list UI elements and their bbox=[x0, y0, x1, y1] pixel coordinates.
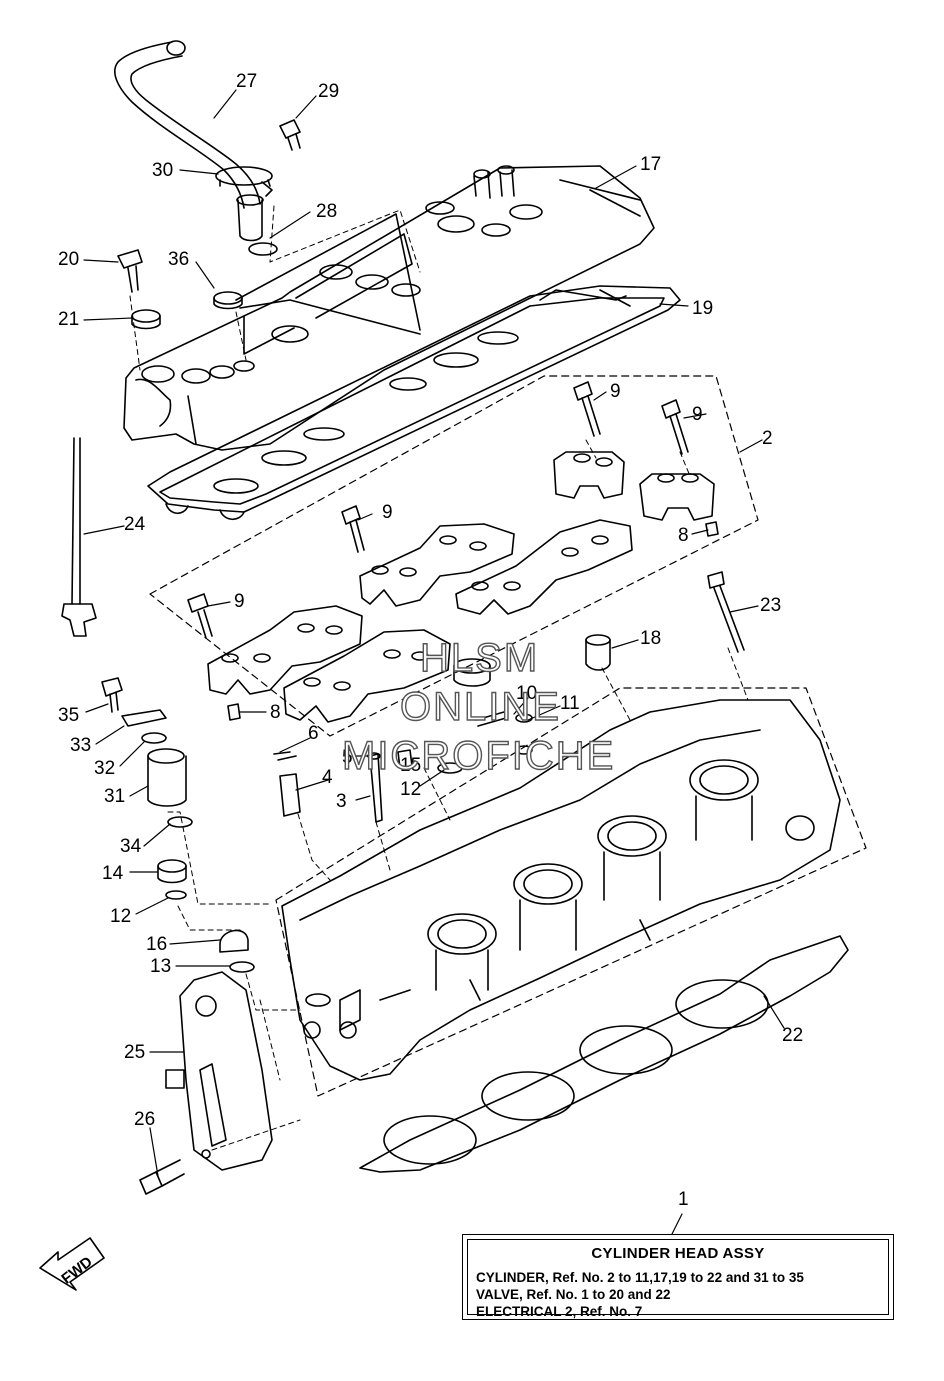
callout-10: 10 bbox=[516, 683, 538, 704]
callout-22: 22 bbox=[782, 1025, 804, 1046]
watermark-line-3: MICROFICHE bbox=[341, 734, 616, 778]
callout-34: 34 bbox=[120, 836, 142, 857]
head-cover bbox=[123, 165, 655, 451]
callout-26: 26 bbox=[134, 1109, 156, 1130]
leader-lines bbox=[83, 89, 785, 1235]
callout-12a: 12 bbox=[400, 779, 422, 800]
head-group-outline bbox=[275, 687, 867, 1097]
dowel-8b bbox=[227, 703, 241, 721]
callout-6: 6 bbox=[308, 723, 319, 744]
callout-28: 28 bbox=[316, 201, 338, 222]
legend-inner-frame: CYLINDER HEAD ASSY CYLINDER, Ref. No. 2 … bbox=[467, 1239, 889, 1319]
legend-title: CYLINDER HEAD ASSY bbox=[591, 1245, 765, 1262]
cylinder-head bbox=[281, 699, 841, 1081]
callout-33: 33 bbox=[70, 735, 92, 756]
callout-9d: 9 bbox=[234, 591, 245, 612]
callout-16: 16 bbox=[146, 934, 168, 955]
watermark-line-2: ONLINE bbox=[399, 685, 561, 729]
callout-13: 13 bbox=[150, 956, 172, 977]
head-gasket bbox=[359, 935, 849, 1173]
breather-hose bbox=[114, 40, 264, 242]
callout-1: 1 bbox=[678, 1189, 689, 1210]
callout-20: 20 bbox=[58, 249, 80, 270]
bolt-20 bbox=[117, 249, 143, 293]
cover-gasket bbox=[147, 285, 681, 521]
callout-21: 21 bbox=[58, 309, 80, 330]
callout-2: 2 bbox=[762, 428, 773, 449]
dowel-8a bbox=[705, 521, 719, 537]
sensor-parts bbox=[101, 677, 255, 973]
callout-3: 3 bbox=[336, 791, 347, 812]
cam-cap-group-outline bbox=[149, 375, 759, 737]
callout-4: 4 bbox=[322, 767, 333, 788]
hose-clip bbox=[215, 166, 273, 197]
callout-14: 14 bbox=[102, 863, 124, 884]
callout-18: 18 bbox=[640, 628, 662, 649]
callout-8b: 8 bbox=[270, 702, 281, 723]
callout-23: 23 bbox=[760, 595, 782, 616]
callout-36: 36 bbox=[168, 249, 190, 270]
legend-line-valve: VALVE, Ref. No. 1 to 20 and 22 bbox=[476, 1287, 671, 1302]
callout-11: 11 bbox=[560, 693, 580, 714]
callout-31: 31 bbox=[104, 786, 126, 807]
bracket-plate bbox=[165, 971, 273, 1171]
callout-9b: 9 bbox=[692, 404, 703, 425]
bolt-29 bbox=[279, 119, 301, 151]
fwd-arrow-icon bbox=[39, 1237, 105, 1291]
callout-9c: 9 bbox=[382, 502, 393, 523]
callout-25: 25 bbox=[124, 1042, 146, 1063]
grommet-21 bbox=[131, 309, 161, 330]
callout-8a: 8 bbox=[678, 525, 689, 546]
plug-36 bbox=[213, 291, 243, 310]
callout-5: 5 bbox=[342, 747, 353, 768]
bolt-26 bbox=[139, 1159, 185, 1195]
head-bolt-23 bbox=[707, 571, 745, 653]
callout-35: 35 bbox=[58, 705, 80, 726]
alignment-lines bbox=[129, 205, 749, 1151]
callout-15: 15 bbox=[400, 755, 422, 776]
callout-19: 19 bbox=[692, 298, 714, 319]
watermark-line-1: HLSM bbox=[419, 636, 540, 680]
callout-24: 24 bbox=[124, 514, 146, 535]
callout-32: 32 bbox=[94, 758, 116, 779]
callout-29: 29 bbox=[318, 81, 340, 102]
cam-caps bbox=[207, 451, 715, 723]
valve-parts bbox=[273, 658, 533, 823]
callout-17: 17 bbox=[640, 154, 662, 175]
callout-9a: 9 bbox=[610, 381, 621, 402]
wire-lead-24 bbox=[61, 437, 97, 637]
assembly-legend-box: CYLINDER HEAD ASSY CYLINDER, Ref. No. 2 … bbox=[462, 1234, 894, 1320]
callout-30: 30 bbox=[152, 160, 174, 181]
legend-line-electrical: ELECTRICAL 2, Ref. No. 7 bbox=[476, 1304, 643, 1319]
lifter-18 bbox=[585, 634, 611, 671]
callout-27: 27 bbox=[236, 71, 258, 92]
o-ring-28 bbox=[248, 242, 278, 256]
legend-line-cylinder: CYLINDER, Ref. No. 2 to 11,17,19 to 22 a… bbox=[476, 1270, 804, 1285]
callout-12b: 12 bbox=[110, 906, 132, 927]
